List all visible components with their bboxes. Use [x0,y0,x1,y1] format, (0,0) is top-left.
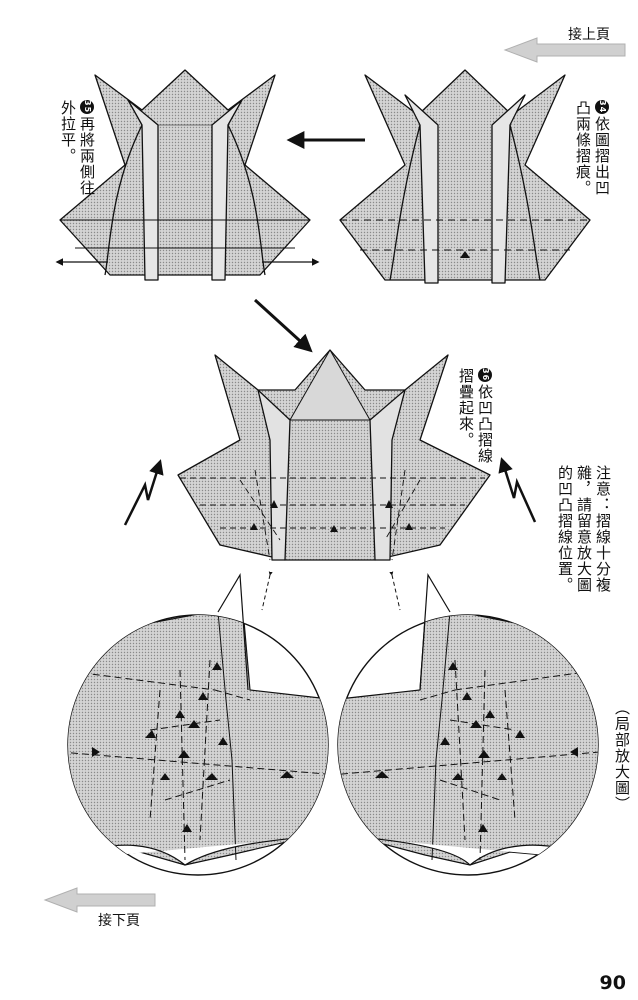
page-number: 90 [599,972,626,994]
step-34-instruction: 34依圖摺出凹凸兩條摺痕。 [573,100,611,210]
prev-page-arrow-icon[interactable] [503,37,626,63]
zoom-label: （局部放大圖） [613,700,631,812]
zoom-circle-right [337,614,599,876]
step-34-number: 34 [595,100,609,114]
step-35-model [55,69,320,281]
step-36-model [177,349,491,561]
step-35-instruction: 35再將兩側往外拉平。 [58,100,96,210]
step-34-model [339,69,591,284]
step-35-text: 再將兩側往外拉平。 [59,100,96,196]
note-text: 注意：摺線十分複雜，請留意放大圖的凹凸摺線位置。 [556,465,612,593]
next-page-arrow-icon[interactable] [43,887,156,913]
step-35-number: 35 [80,100,94,114]
next-page-label[interactable]: 接下頁 [98,913,140,929]
next-step-arrow [253,298,313,353]
step-36-text: 依凹凸摺線摺疊起來。 [457,368,494,464]
left-zigzag-arrow-icon [123,459,164,526]
right-zigzag-arrow-icon [498,457,537,523]
step-36-instruction: 36依凹凸摺線摺疊起來。 [456,368,494,468]
zoom-circle-left [67,614,329,876]
step-36-number: 36 [478,368,492,382]
prev-page-label[interactable]: 接上頁 [568,27,610,43]
step-34-text: 依圖摺出凹凸兩條摺痕。 [574,100,611,196]
